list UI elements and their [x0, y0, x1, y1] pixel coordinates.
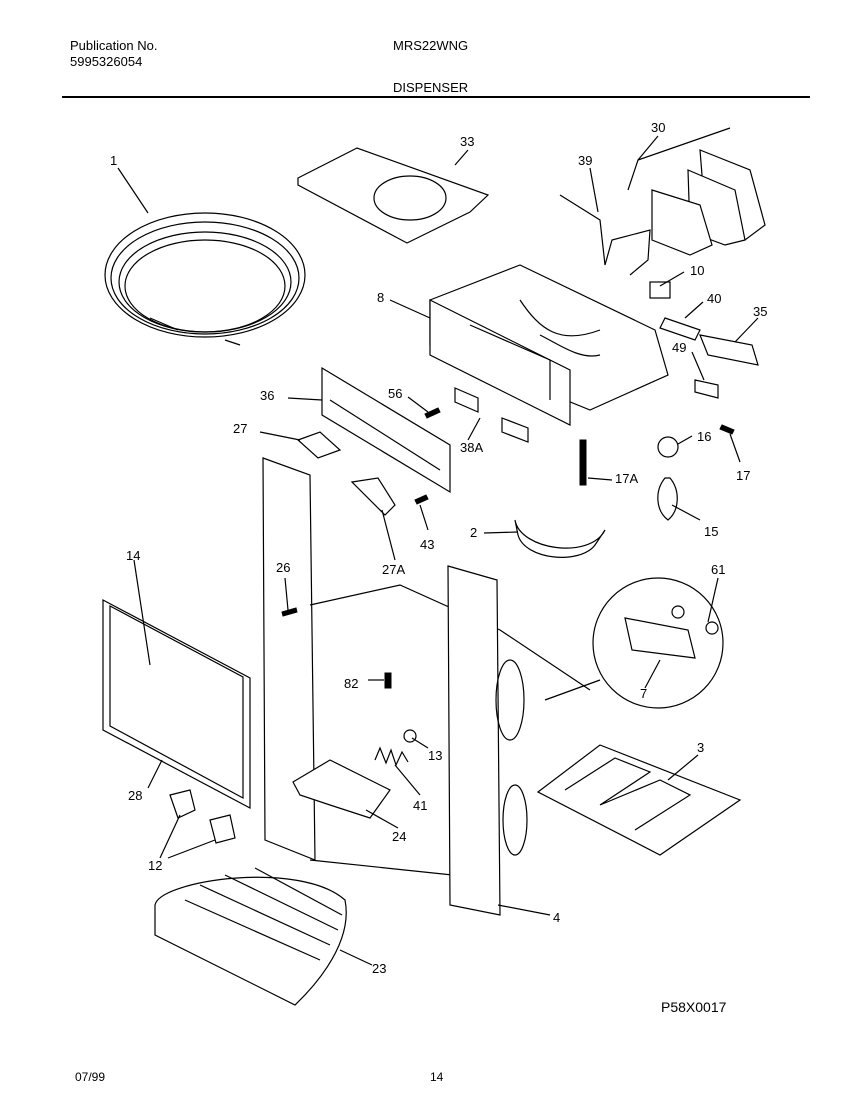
label-part-12: 12	[148, 858, 162, 873]
part-12-clip-a	[169, 789, 196, 819]
part-41-spring	[374, 746, 409, 767]
label-part-2: 2	[470, 525, 477, 540]
label-part-41: 41	[413, 798, 427, 813]
label-part-39: 39	[578, 153, 592, 168]
part-23-grille	[154, 867, 347, 1006]
label-part-27A: 27A	[382, 562, 405, 577]
label-part-33: 33	[460, 134, 474, 149]
leader-lines	[117, 135, 759, 966]
label-part-1: 1	[110, 153, 117, 168]
label-part-49: 49	[672, 340, 686, 355]
part-8-housing	[429, 264, 669, 426]
part-39-wire	[559, 194, 651, 276]
part-33-cover-plate	[297, 147, 490, 244]
publication-label: Publication No.	[70, 38, 158, 53]
part-3-heater	[536, 744, 742, 856]
label-part-24: 24	[392, 829, 406, 844]
label-part-40: 40	[707, 291, 721, 306]
drawing-id: P58X0017	[661, 999, 727, 1015]
label-part-56: 56	[388, 386, 402, 401]
label-part-15: 15	[704, 524, 718, 539]
part-15-bulb	[657, 477, 678, 521]
label-part-28: 28	[128, 788, 142, 803]
part-16-socket	[657, 436, 679, 458]
label-part-61: 61	[711, 562, 725, 577]
label-part-4: 4	[553, 910, 560, 925]
part-27-bracket	[296, 431, 342, 459]
part-13-ring	[403, 729, 417, 743]
label-part-10: 10	[690, 263, 704, 278]
publication-number: 5995326054	[70, 54, 143, 69]
part-1-gasket	[104, 212, 306, 346]
part-4-housing-panels	[262, 457, 591, 916]
section-title: DISPENSER	[393, 80, 469, 95]
part-35-tube	[699, 334, 759, 366]
model-number: MRS22WNG	[393, 38, 469, 53]
part-36-panel	[321, 366, 451, 494]
label-part-13: 13	[428, 748, 442, 763]
label-part-23: 23	[372, 961, 386, 976]
part-56-switch	[454, 387, 479, 413]
part-38A-switch	[501, 417, 529, 443]
label-part-82: 82	[344, 676, 358, 691]
label-part-27: 27	[233, 421, 247, 436]
part-27A-bracket	[350, 477, 396, 516]
label-part-16: 16	[697, 429, 711, 444]
part-2-cup	[514, 519, 606, 558]
label-part-14: 14	[126, 548, 140, 563]
label-part-36: 36	[260, 388, 274, 403]
part-7-callout	[544, 577, 724, 709]
label-part-26: 26	[276, 560, 290, 575]
header-rule	[62, 96, 810, 98]
footer-page-number: 14	[430, 1070, 444, 1084]
screws	[281, 407, 735, 689]
part-14-28-frame	[102, 599, 251, 809]
label-part-38A: 38A	[460, 440, 483, 455]
label-part-17A: 17A	[615, 471, 638, 486]
label-part-7: 7	[640, 686, 647, 701]
label-part-43: 43	[420, 537, 434, 552]
part-10-clip	[649, 281, 671, 299]
label-part-35: 35	[753, 304, 767, 319]
part-12-clip-b	[209, 814, 236, 844]
label-part-3: 3	[697, 740, 704, 755]
part-40-sensor	[659, 317, 701, 341]
part-30-frames	[627, 127, 766, 256]
label-part-30: 30	[651, 120, 665, 135]
footer-date: 07/99	[75, 1070, 106, 1084]
label-part-8: 8	[377, 290, 384, 305]
part-24-actuator	[292, 759, 391, 819]
part-49-clip	[694, 379, 719, 399]
label-part-17: 17	[736, 468, 750, 483]
